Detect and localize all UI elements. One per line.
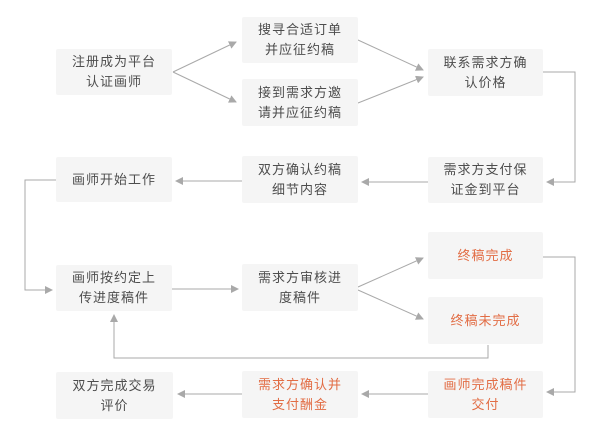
node-buyer-confirms-pays-fee: 需求方确认并 支付酬金 (242, 371, 358, 418)
edge-contact-to-deposit (543, 71, 576, 186)
node-register-as-certified-artist: 注册成为平台 认证画师 (56, 49, 172, 95)
node-artist-starts-work: 画师开始工作 (56, 157, 172, 202)
edge-review-to-final-done (357, 257, 424, 288)
edge-search-to-contact (357, 39, 424, 71)
node-confirm-commission-details: 双方确认约稿 细节内容 (242, 156, 358, 203)
node-contact-buyer-confirm-price: 联系需求方确 认价格 (428, 49, 543, 96)
edge-final-done-to-deliver (543, 256, 576, 396)
edge-final-not-done-to-upload (110, 314, 489, 359)
edge-review-to-final-not-done (357, 289, 424, 320)
edge-register-to-search (172, 41, 237, 73)
edge-start-to-upload (24, 179, 56, 294)
node-search-orders-apply: 搜寻合适订单 并应征约稿 (242, 17, 358, 63)
node-final-draft-completed: 终稿完成 (428, 232, 543, 279)
node-upload-progress-drafts: 画师按约定上 传进度稿件 (56, 265, 172, 311)
edge-register-to-invite (172, 71, 237, 103)
node-final-draft-not-completed: 终稿未完成 (428, 297, 543, 344)
edge-invite-to-contact (357, 75, 424, 104)
node-buyer-reviews-progress: 需求方审核进 度稿件 (242, 264, 358, 311)
node-receive-invite-apply: 接到需求方邀 请并应征约稿 (242, 79, 358, 126)
node-buyer-pays-deposit: 需求方支付保 证金到平台 (428, 157, 543, 203)
node-complete-transaction-evaluation: 双方完成交易 评价 (56, 372, 173, 419)
node-artist-delivers-final-work: 画师完成稿件 交付 (428, 371, 543, 418)
